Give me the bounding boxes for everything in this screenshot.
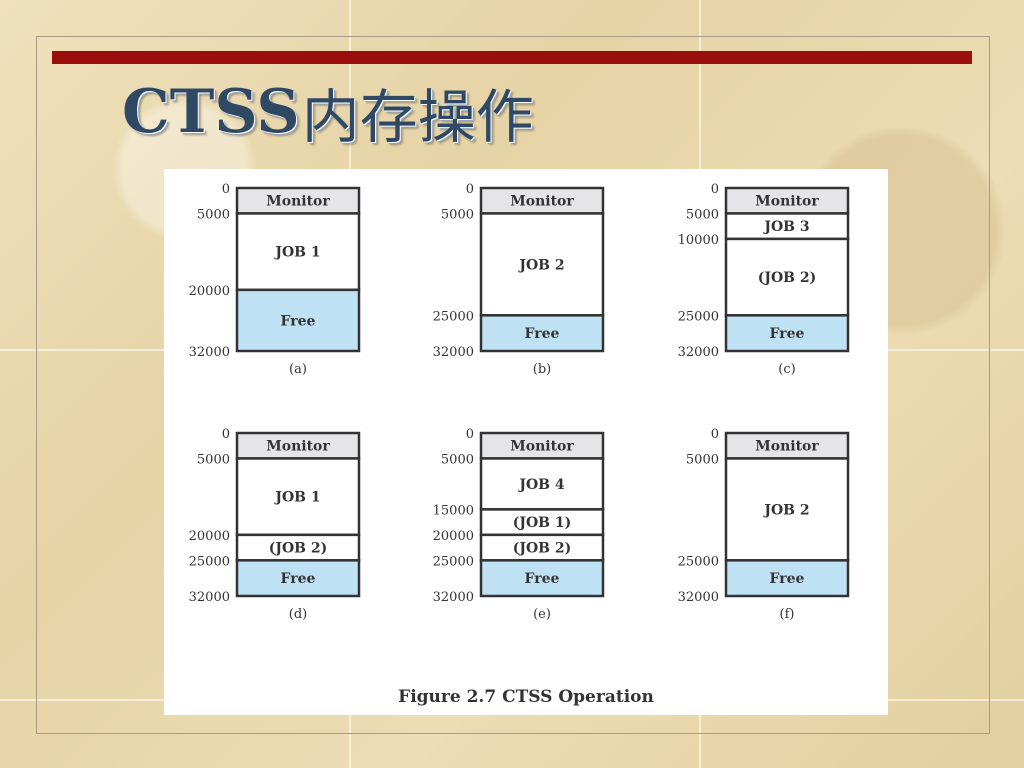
address-label: 32000 — [678, 345, 719, 360]
segment-label: Monitor — [266, 194, 330, 210]
segment-label: (JOB 2) — [269, 541, 328, 557]
segment-label: Free — [525, 571, 560, 587]
address-label: 32000 — [189, 590, 230, 605]
slide-frame — [36, 36, 990, 734]
panel-label: (e) — [533, 607, 551, 622]
address-label: 25000 — [678, 554, 719, 569]
slide-title: CTSS 内存操作 — [122, 76, 534, 151]
address-label: 15000 — [433, 503, 474, 518]
address-label: 5000 — [441, 207, 474, 222]
address-label: 20000 — [433, 529, 474, 544]
address-label: 5000 — [686, 207, 719, 222]
slide-title-cjk: 内存操作 — [301, 83, 534, 151]
segment-label: JOB 1 — [273, 245, 320, 261]
memory-segment-job — [479, 212, 605, 317]
address-label: 5000 — [686, 452, 719, 467]
memory-segment-free — [724, 314, 850, 353]
segment-label: Free — [770, 571, 805, 587]
panel-label: (d) — [289, 607, 307, 622]
address-label: 20000 — [189, 529, 230, 544]
segment-label: Monitor — [755, 194, 819, 210]
address-label: 32000 — [189, 345, 230, 360]
address-label: 0 — [466, 182, 474, 197]
address-label: 5000 — [197, 207, 230, 222]
slide-title-latin: CTSS — [122, 77, 300, 147]
segment-label: Monitor — [266, 439, 330, 455]
memory-segment-monitor — [479, 431, 605, 460]
address-label: 10000 — [678, 233, 719, 248]
memory-segment-monitor — [724, 186, 850, 215]
segment-label: JOB 2 — [762, 502, 809, 518]
address-label: 0 — [711, 182, 719, 197]
address-label: 25000 — [189, 554, 230, 569]
address-label: 0 — [466, 427, 474, 442]
address-label: 0 — [711, 427, 719, 442]
memory-segment-job — [724, 237, 850, 317]
panel-label: (a) — [289, 362, 307, 377]
figure-caption: Figure 2.7 CTSS Operation — [398, 687, 654, 707]
segment-label: Free — [281, 313, 316, 329]
memory-segment-free — [479, 559, 605, 598]
address-label: 20000 — [189, 284, 230, 299]
memory-segment-job — [479, 533, 605, 562]
address-label: 5000 — [197, 452, 230, 467]
address-label: 25000 — [678, 309, 719, 324]
segment-label: Monitor — [510, 439, 574, 455]
panel-label: (b) — [533, 362, 551, 377]
segment-label: Free — [281, 571, 316, 587]
memory-segment-free — [235, 559, 361, 598]
title-accent-bar — [52, 51, 972, 64]
segment-label: Free — [525, 326, 560, 342]
memory-segment-free — [479, 314, 605, 353]
segment-label: JOB 4 — [517, 477, 565, 493]
segment-label: (JOB 1) — [513, 515, 572, 531]
address-label: 32000 — [678, 590, 719, 605]
segment-label: Monitor — [755, 439, 819, 455]
memory-segment-free — [724, 559, 850, 598]
memory-segment-job — [479, 457, 605, 511]
memory-segment-job — [724, 457, 850, 562]
segment-label: (JOB 2) — [758, 270, 817, 286]
address-label: 0 — [222, 182, 230, 197]
address-label: 5000 — [441, 452, 474, 467]
address-label: 32000 — [433, 345, 474, 360]
segment-label: Free — [770, 326, 805, 342]
segment-label: JOB 3 — [762, 219, 809, 235]
segment-label: (JOB 2) — [513, 541, 572, 557]
segment-label: JOB 1 — [273, 490, 320, 506]
address-label: 32000 — [433, 590, 474, 605]
address-label: 25000 — [433, 309, 474, 324]
panel-label: (f) — [780, 607, 795, 622]
address-label: 0 — [222, 427, 230, 442]
address-label: 25000 — [433, 554, 474, 569]
memory-segment-free — [235, 288, 361, 353]
panel-label: (c) — [778, 362, 795, 377]
segment-label: JOB 2 — [517, 257, 564, 273]
segment-label: Monitor — [510, 194, 574, 210]
